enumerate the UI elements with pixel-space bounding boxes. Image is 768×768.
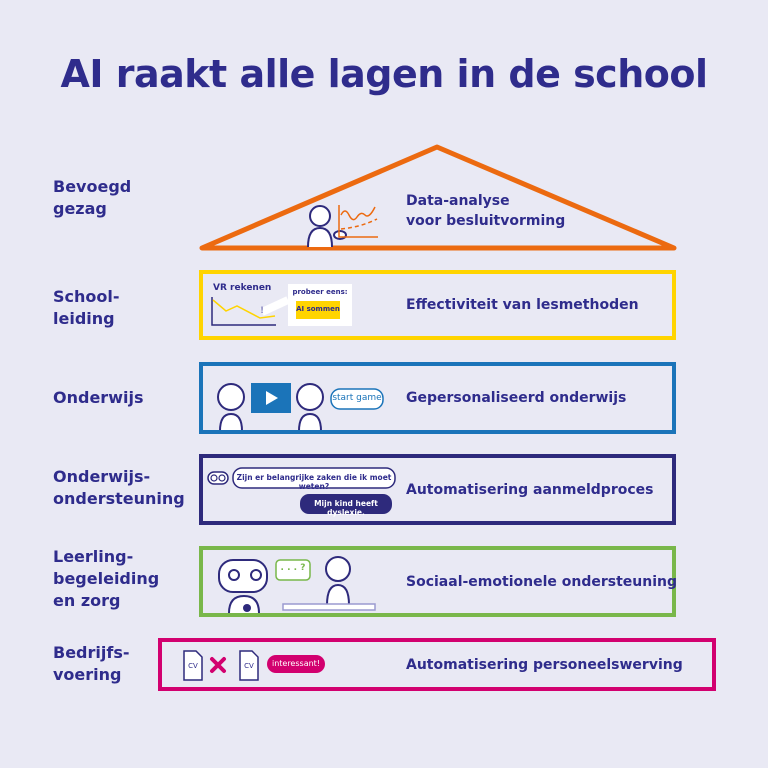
layer-description: Gepersonaliseerd onderwijs [406, 390, 627, 406]
document-icon [239, 650, 259, 681]
layer-label: School- leiding [53, 287, 120, 328]
layer-box-zorg [199, 546, 676, 617]
start-game-button[interactable]: start game [332, 393, 382, 403]
layer-description: Automatisering aanmeldproces [406, 482, 654, 498]
suggestion-label: probeer eens: [292, 288, 348, 296]
chatbot-illustration [207, 467, 396, 514]
thinking-bubble: . . . ? [280, 563, 306, 573]
presenter-illustration [307, 205, 378, 248]
document-icon [183, 650, 203, 681]
layer-box-schoolleiding [199, 270, 676, 340]
page-title: AI raakt alle lagen in de school [60, 52, 708, 96]
cv-label: CV [188, 662, 198, 670]
layer-description: Automatisering personeelswerving [406, 657, 683, 673]
reject-x-icon [210, 657, 226, 673]
layer-label: Bevoegd gezag [53, 177, 132, 218]
layer-label: Bedrijfs- voering [53, 643, 130, 684]
user-message: Mijn kind heeft dyslexie. [314, 499, 378, 517]
students-illustration [217, 383, 384, 432]
chart-illustration [211, 284, 352, 326]
layer-description: Effectiviteit van lesmethoden [406, 297, 639, 313]
chart-mark: ! [260, 306, 265, 316]
chart-title: VR rekenen [213, 283, 272, 293]
layer-label: Leerling- begeleiding en zorg [53, 547, 160, 610]
layer-description: Sociaal-emotionele ondersteuning [406, 574, 677, 590]
layer-box-bedrijfsvoering [158, 638, 716, 691]
bot-message: Zijn er belangrijke zaken die ik moet we… [236, 473, 392, 491]
cv-illustration [183, 650, 325, 681]
layer-description: Data-analyse voor besluitvorming [406, 193, 566, 229]
roof-outline [199, 144, 677, 251]
play-icon [266, 391, 278, 405]
interesting-badge: interessant! [271, 659, 321, 668]
layer-label: Onderwijs- ondersteuning [53, 467, 185, 508]
cv-label: CV [244, 662, 254, 670]
suggestion-button[interactable]: AI sommen [296, 305, 340, 313]
layer-box-onderwijs [199, 362, 676, 434]
robot-counselor-illustration [218, 556, 376, 614]
layer-box-ondersteuning [199, 454, 676, 525]
layer-label: Onderwijs [53, 388, 144, 407]
